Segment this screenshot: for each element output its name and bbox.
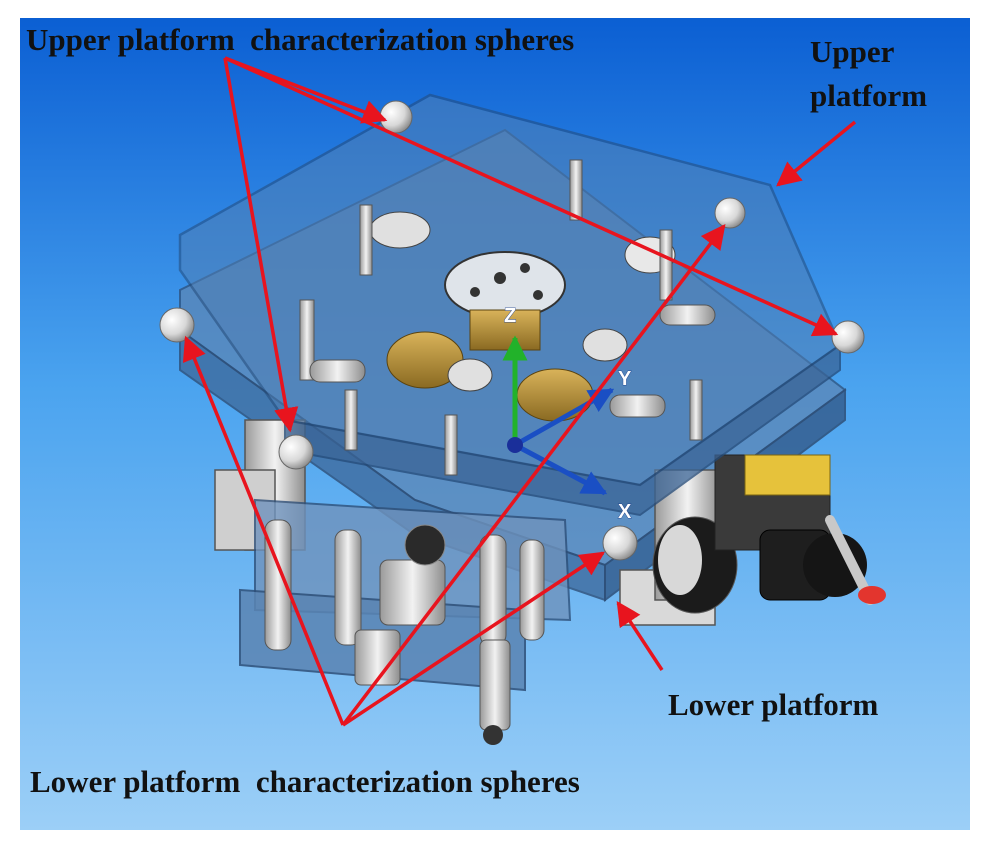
upper-platform-label-line1: Upper (810, 34, 895, 69)
micrometer-actuator (619, 454, 886, 626)
arrow-to-upper-sphere-2 (341, 224, 726, 727)
upper-spheres-label: Upper platform characterization spheres (26, 22, 574, 57)
coordinate-axes: Z Y X (502, 305, 632, 523)
upper-sphere-3 (831, 320, 865, 354)
lower-spheres-label: Lower platform characterization spheres (30, 764, 580, 799)
arrow-to-lower-sphere-2 (342, 551, 606, 727)
lower-platform-label: Lower platform (668, 687, 879, 722)
arrow-to-upper-sphere-4 (223, 57, 299, 433)
upper-platform-label-line2: platform (810, 78, 927, 113)
upper-characterization-spheres (278, 100, 865, 470)
lower-sphere-2 (602, 525, 638, 561)
arrow-to-upper-platform (776, 120, 857, 187)
axis-z-label: Z (504, 305, 516, 327)
internal-components (299, 159, 716, 476)
upper-sphere-4 (278, 434, 314, 470)
arrow-to-lower-sphere-1 (182, 335, 345, 726)
lower-sphere-1 (159, 307, 195, 343)
arrow-to-upper-sphere-3 (224, 56, 839, 337)
axis-y-label: Y (618, 368, 632, 390)
axis-x-label: X (618, 501, 632, 523)
upper-sphere-1 (379, 100, 413, 134)
lower-characterization-spheres (159, 307, 638, 561)
arrow-to-lower-platform (616, 600, 664, 671)
callout-arrows (182, 56, 857, 727)
upper-sphere-2 (714, 197, 746, 229)
